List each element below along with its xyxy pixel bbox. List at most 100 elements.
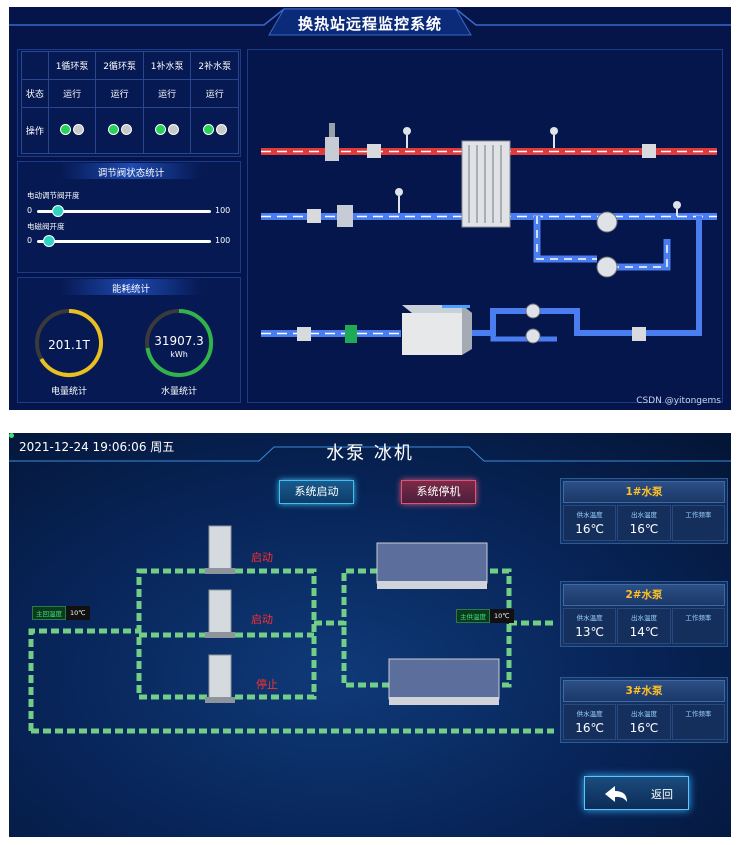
stop-toggle-button[interactable] — [120, 123, 132, 135]
water-value: 31907.3 — [154, 334, 204, 348]
temp-tag-label: 主供温度 — [456, 609, 490, 623]
valve-slider-handle[interactable] — [51, 205, 64, 217]
system-stop-button[interactable]: 系统停机 — [401, 480, 476, 504]
cell-label: 工作频率 — [685, 710, 712, 718]
cell-label: 出水温度 — [630, 614, 657, 622]
start-toggle-button[interactable] — [107, 123, 119, 135]
system-start-button[interactable]: 系统启动 — [279, 480, 354, 504]
process-diagram — [261, 123, 717, 355]
pump-control — [95, 107, 144, 154]
title-bar-frame — [9, 8, 731, 36]
cell-value: 13℃ — [575, 625, 605, 639]
page-title: 换热站远程监控系统 — [297, 15, 442, 33]
pump-status: 运行 — [190, 79, 239, 108]
start-toggle-button[interactable] — [60, 123, 72, 135]
slider-min: 0 — [27, 236, 33, 245]
back-button-label: 返回 — [651, 788, 673, 801]
cell-label: 出水温度 — [630, 710, 657, 718]
water-gauge — [145, 308, 214, 377]
section-header-bg — [61, 279, 201, 295]
slider-label: 电磁阀开度 — [27, 222, 65, 231]
pump-chiller-panel: 2021-12-24 19:06:06 周五 水泵 冰机 系统启动 系统停机 — [9, 433, 731, 837]
water-label: 水量统计 — [160, 387, 197, 397]
start-toggle-button[interactable] — [155, 123, 167, 135]
row-label: 状态 — [21, 79, 49, 108]
supply-temp-tag: 主供温度 10℃ — [456, 609, 514, 623]
solenoid-slider-track[interactable] — [37, 240, 211, 243]
back-button[interactable]: 返回 — [584, 776, 689, 810]
pump-status: 运行 — [95, 79, 144, 108]
solenoid-slider-handle[interactable] — [43, 235, 56, 247]
slider-label: 电动调节阀开度 — [27, 191, 80, 200]
start-toggle-button[interactable] — [202, 123, 214, 135]
out-temp-cell: 出水温度 16℃ — [617, 505, 671, 541]
cell-value: 16℃ — [575, 522, 605, 536]
datetime: 2021-12-24 19:06:06 周五 — [19, 440, 175, 454]
heat-station-panel: 换热站远程监控系统 1循环泵 2循环泵 1补水泵 2补水泵 状态 运行 运行 运… — [9, 7, 731, 410]
frequency-cell: 工作频率 — [671, 608, 725, 644]
cell-label: 工作频率 — [685, 614, 712, 622]
cell-label: 工作频率 — [685, 511, 712, 519]
table-corner-cell — [21, 51, 49, 80]
cell-label: 出水温度 — [630, 511, 657, 519]
stop-toggle-button[interactable] — [168, 123, 180, 135]
pump-status: 运行 — [142, 79, 192, 108]
column-header: 1补水泵 — [142, 51, 192, 80]
card-title: 2#水泵 — [563, 584, 725, 606]
temp-tag-value: 10℃ — [490, 609, 514, 623]
slider-min: 0 — [27, 206, 33, 215]
cell-value: 14℃ — [629, 625, 659, 639]
valve-slider-track[interactable] — [37, 210, 211, 213]
card-title: 3#水泵 — [563, 680, 725, 702]
electricity-value: 201.1T — [48, 338, 90, 352]
card-title: 1#水泵 — [563, 481, 725, 503]
pump-status-table: 1循环泵 2循环泵 1补水泵 2补水泵 状态 运行 运行 运行 运行 操作 — [21, 51, 239, 154]
watermark: CSDN @yitongems — [636, 396, 721, 406]
pump-card: 3#水泵 供水温度 16℃ 出水温度 16℃ 工作频率 — [560, 677, 728, 743]
row-label: 操作 — [21, 107, 49, 154]
cell-value: 16℃ — [629, 522, 659, 536]
electricity-label: 电量统计 — [50, 387, 87, 397]
pump-icon — [205, 525, 235, 703]
back-arrow-icon — [605, 786, 627, 802]
pump-control — [47, 107, 97, 154]
frequency-cell: 工作频率 — [671, 704, 725, 740]
energy-section-title: 能耗统计 — [111, 284, 150, 295]
column-header: 1循环泵 — [47, 51, 97, 80]
supply-temp-cell: 供水温度 16℃ — [563, 505, 617, 541]
pump-card: 1#水泵 供水温度 16℃ 出水温度 16℃ 工作频率 — [560, 478, 728, 544]
stop-toggle-button[interactable] — [73, 123, 85, 135]
pump-control — [190, 107, 239, 154]
cell-value: 16℃ — [629, 721, 659, 735]
chiller-icon — [376, 542, 500, 705]
cell-label: 供水温度 — [576, 511, 603, 519]
valve-stats-frame — [17, 161, 241, 273]
return-temp-tag: 主回温度 10℃ — [32, 606, 90, 620]
section-header-bg — [61, 163, 201, 179]
pump-state-label: 启动 — [251, 551, 273, 564]
out-temp-cell: 出水温度 16℃ — [617, 704, 671, 740]
column-header: 2循环泵 — [95, 51, 144, 80]
pump-control — [142, 107, 192, 154]
supply-temp-cell: 供水温度 16℃ — [563, 704, 617, 740]
water-unit: kWh — [170, 350, 188, 359]
cell-value: 16℃ — [575, 721, 605, 735]
pump-state-label: 启动 — [251, 613, 273, 626]
cell-label: 供水温度 — [576, 710, 603, 718]
valve-section-title: 调节阀状态统计 — [97, 168, 165, 179]
column-header: 2补水泵 — [190, 51, 239, 80]
frequency-cell: 工作频率 — [671, 505, 725, 541]
pump-status: 运行 — [47, 79, 97, 108]
energy-stats-frame — [17, 277, 241, 403]
electricity-gauge — [35, 309, 104, 377]
temp-tag-value: 10℃ — [66, 606, 90, 620]
title-bar-frame — [9, 446, 731, 462]
out-temp-cell: 出水温度 14℃ — [617, 608, 671, 644]
pipe-network — [28, 525, 554, 734]
slider-max: 100 — [215, 236, 231, 245]
stop-toggle-button[interactable] — [215, 123, 227, 135]
pump-state-label: 停止 — [256, 678, 278, 691]
page-title: 水泵 冰机 — [326, 443, 414, 464]
